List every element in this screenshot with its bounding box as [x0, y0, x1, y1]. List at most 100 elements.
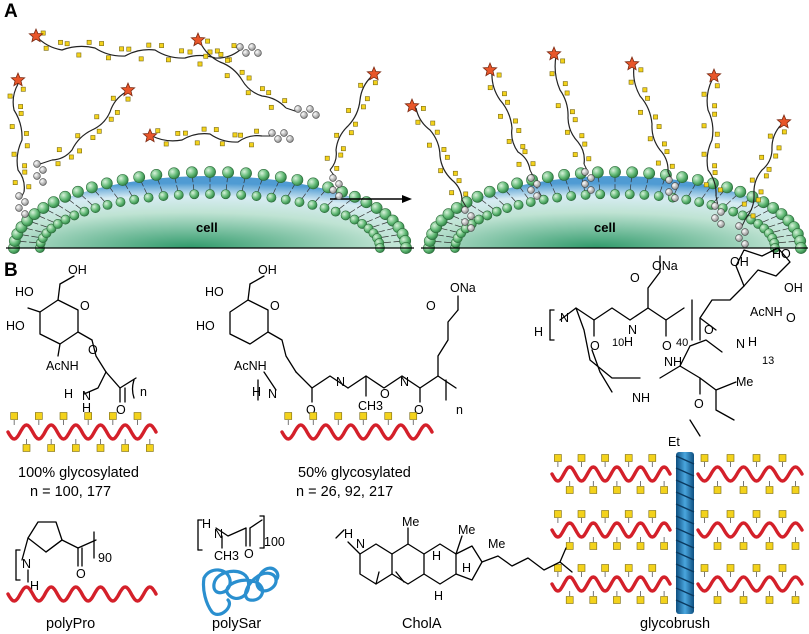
- cholesterol-anchor: [717, 208, 725, 216]
- sugar-square: [40, 30, 46, 36]
- structure-glyco100: HO OH HO O AcNH O H N H O n: [6, 263, 147, 417]
- structure-glyco50: HO OH HO O AcNH H N O N CH3 O N O ONa O …: [196, 263, 476, 417]
- cholesterol-anchor: [248, 43, 256, 51]
- cholesterol-anchor: [294, 105, 302, 113]
- cholesterol-anchor: [527, 186, 535, 194]
- sugar-square: [75, 133, 81, 139]
- sugar-square: [76, 52, 82, 58]
- sugar-square: [219, 141, 225, 147]
- sugar-square: [90, 135, 96, 140]
- label-n-sar: N: [214, 527, 223, 541]
- sugar-square: [766, 166, 772, 172]
- sugar-square: [434, 129, 440, 135]
- label-me-c: Me: [736, 375, 753, 389]
- glycopolymer-chain: [735, 113, 792, 248]
- sugar-square: [645, 95, 650, 101]
- sugar-square: [624, 510, 633, 518]
- sugar-square: [778, 510, 787, 518]
- label-o-link: O: [88, 343, 98, 357]
- sugar-square: [126, 46, 132, 52]
- sugar-square: [239, 69, 245, 75]
- sugar-square: [415, 119, 421, 125]
- label-ch3-sar: CH3: [214, 549, 239, 563]
- glycopolymer-chain: [324, 65, 382, 200]
- sugar-square: [565, 486, 574, 494]
- sugar-square: [238, 132, 243, 138]
- sugar-square: [84, 412, 92, 420]
- helix-brush-2: [696, 454, 804, 494]
- label-o-ring: O: [80, 299, 90, 313]
- sugar-square: [47, 444, 55, 452]
- cholesterol-anchor: [717, 220, 725, 228]
- sugar-square: [726, 510, 735, 518]
- cholesterol-anchor: [735, 234, 743, 242]
- sugar-square: [487, 85, 493, 91]
- sugar-square: [791, 486, 800, 494]
- sugar-square: [530, 161, 536, 167]
- sugar-square: [353, 121, 358, 127]
- glycopolymer-chain: [546, 45, 595, 194]
- cholesterol-anchor: [33, 160, 41, 168]
- sugar-square: [232, 132, 238, 138]
- helix-brush-3: [550, 510, 672, 550]
- sugar-square: [773, 153, 779, 159]
- sugar-square: [99, 41, 104, 46]
- cholesterol-anchor: [268, 129, 276, 137]
- label-oh-b: OH: [258, 263, 277, 277]
- fluorophore-star: [28, 27, 44, 43]
- sugar-square: [555, 103, 561, 109]
- sugar-square: [56, 147, 62, 153]
- sugar-square: [669, 163, 675, 169]
- sugar-square: [701, 151, 707, 157]
- sugar-square: [18, 111, 24, 116]
- label-o-acid-c: O: [630, 271, 640, 285]
- sugar-square: [660, 596, 668, 604]
- sugar-square: [613, 542, 621, 550]
- label-ona-b: ONa: [450, 281, 476, 295]
- sugar-square: [752, 510, 761, 518]
- sugar-square: [791, 542, 800, 550]
- sugar-square: [572, 152, 578, 157]
- sugar-square: [712, 170, 718, 175]
- polysar-coil: [201, 566, 280, 616]
- sugar-square: [781, 129, 787, 135]
- label-o-ring-c: O: [786, 311, 796, 325]
- label-ho: HO: [15, 285, 34, 299]
- sugar-square: [245, 90, 251, 96]
- cholesterol-anchor: [335, 192, 343, 200]
- cholesterol-anchor: [39, 166, 47, 174]
- sugar-square: [430, 120, 436, 126]
- sugar-square: [713, 596, 722, 604]
- sugar-square: [372, 80, 378, 86]
- sugar-square: [752, 454, 761, 462]
- cholesterol-anchor: [15, 192, 23, 200]
- label-o-c1: O: [590, 339, 600, 353]
- label-n-b2: N: [336, 375, 345, 389]
- sugar-square: [505, 99, 510, 105]
- label-sub-40: 40: [676, 337, 688, 349]
- sugar-square: [700, 510, 709, 518]
- sugar-square: [197, 61, 203, 67]
- label-o-c3: O: [694, 397, 704, 411]
- sugar-square: [334, 165, 340, 171]
- sugar-square: [449, 190, 455, 196]
- label-acnh-c: AcNH: [750, 305, 783, 319]
- label-h-chol4: H: [434, 589, 443, 603]
- sugar-square: [121, 444, 129, 452]
- label-n-c2: N: [628, 323, 637, 337]
- label-acnh: AcNH: [46, 359, 79, 373]
- sugar-square: [776, 145, 782, 151]
- sugar-square: [570, 109, 575, 115]
- sugar-square: [648, 564, 657, 572]
- sugar-square: [565, 542, 574, 550]
- sugar-square: [361, 104, 366, 110]
- sugar-square: [214, 48, 220, 54]
- caption-polypro: polyPro: [46, 616, 95, 632]
- caption-glyco100-line2: n = 100, 177: [30, 484, 111, 500]
- glycopolymer-chain: [482, 61, 541, 200]
- label-n-b1: N: [268, 387, 277, 401]
- sugar-square: [96, 444, 105, 452]
- caption-glycobrush: glycobrush: [640, 616, 710, 632]
- label-o-ring-b: O: [270, 299, 280, 313]
